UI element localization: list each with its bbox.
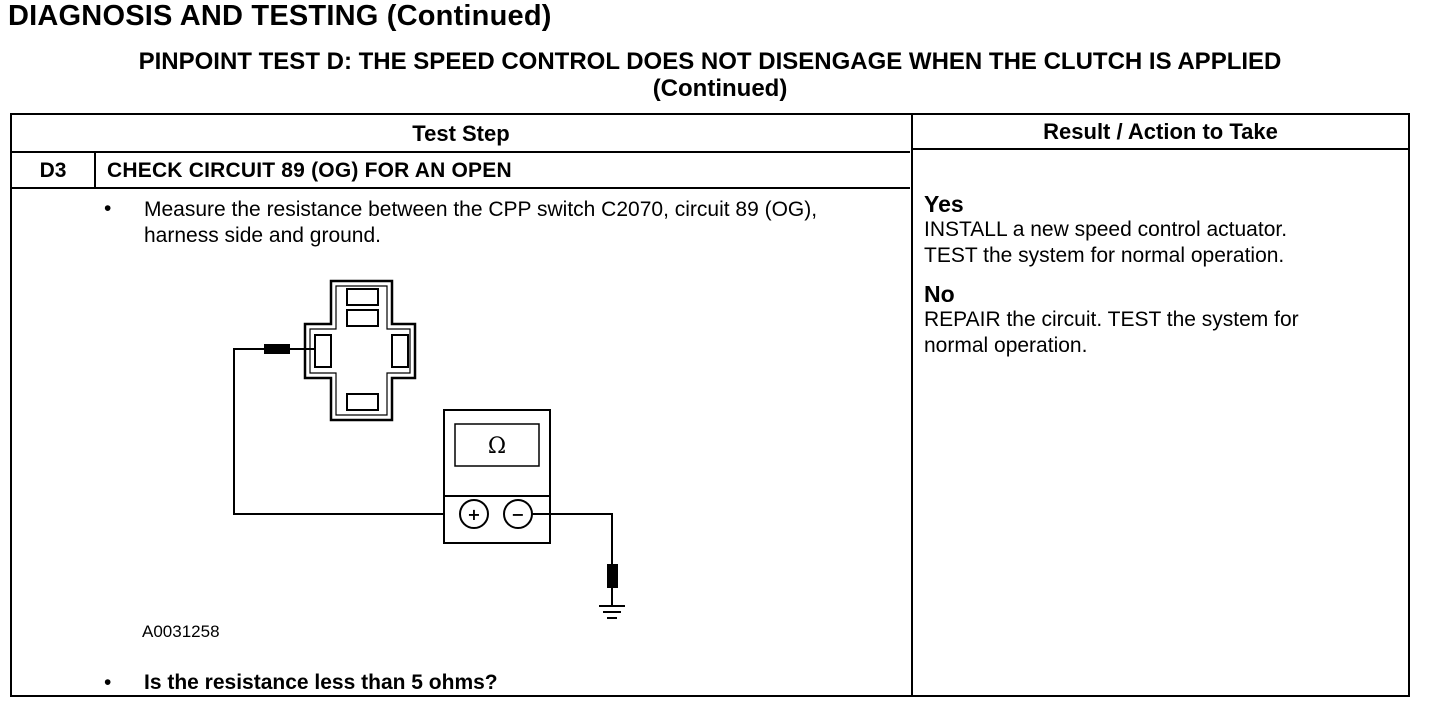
step-id: D3 (39, 159, 67, 182)
pinpoint-test-subtitle: PINPOINT TEST D: THE SPEED CONTROL DOES … (30, 48, 1390, 102)
subtitle-line-2: (Continued) (652, 75, 788, 102)
column-divider (911, 115, 913, 695)
result-no-line: REPAIR the circuit. TEST the system for (924, 308, 1299, 331)
plus-terminal-label: + (467, 505, 480, 524)
pinpoint-test-table: Test Step Result / Action to Take D3 CHE… (10, 113, 1410, 697)
bullet-icon: • (104, 197, 112, 220)
header-divider-left (12, 151, 910, 153)
result-yes-heading: Yes (924, 191, 964, 217)
step-id-divider (94, 153, 96, 187)
page-title: DIAGNOSIS AND TESTING (Continued) (8, 0, 552, 32)
result-yes-line: INSTALL a new speed control actuator. (924, 218, 1288, 241)
column-header-test-step: Test Step (412, 121, 510, 146)
step-title: CHECK CIRCUIT 89 (OG) FOR AN OPEN (107, 159, 512, 182)
result-yes: Yes INSTALL a new speed control actuator… (924, 191, 1404, 269)
column-header-result: Result / Action to Take (1043, 119, 1278, 144)
minus-terminal-label: − (511, 505, 524, 524)
result-no-heading: No (924, 281, 955, 307)
result-no-line: normal operation. (924, 334, 1088, 357)
step-instruction: Measure the resistance between the CPP s… (144, 198, 818, 247)
result-yes-line: TEST the system for normal operation. (924, 244, 1285, 267)
result-no: No REPAIR the circuit. TEST the system f… (924, 281, 1404, 359)
header-divider-right (913, 148, 1408, 150)
ohm-symbol: Ω (488, 434, 506, 459)
step-question: Is the resistance less than 5 ohms? (144, 671, 498, 694)
bullet-icon: • (104, 671, 112, 694)
subtitle-line-1: PINPOINT TEST D: THE SPEED CONTROL DOES … (138, 48, 1282, 75)
step-title-divider (12, 187, 910, 189)
figure-id: A0031258 (142, 622, 220, 641)
